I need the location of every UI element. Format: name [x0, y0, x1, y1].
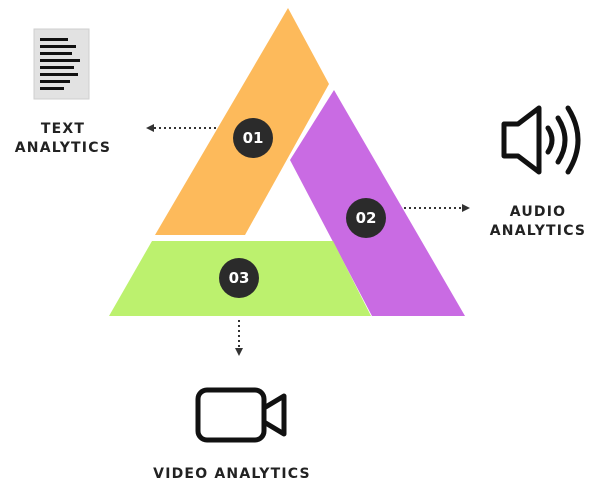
badge-02: 02 — [346, 198, 386, 238]
video-camera-icon — [195, 387, 287, 443]
text-analytics-label-line1: TEXT — [41, 121, 85, 137]
badge-02-number: 02 — [356, 209, 377, 227]
badge-01: 01 — [233, 118, 273, 158]
audio-analytics-label-line2: ANALYTICS — [490, 223, 586, 239]
speaker-icon — [501, 105, 581, 175]
document-icon — [33, 28, 90, 100]
text-analytics-label-line2: ANALYTICS — [15, 140, 111, 156]
badge-01-number: 01 — [243, 129, 264, 147]
video-analytics-label: VIDEO ANALYTICS — [153, 466, 311, 482]
badge-03-number: 03 — [229, 269, 250, 287]
badge-03: 03 — [219, 258, 259, 298]
audio-analytics-label-line1: AUDIO — [510, 204, 567, 220]
